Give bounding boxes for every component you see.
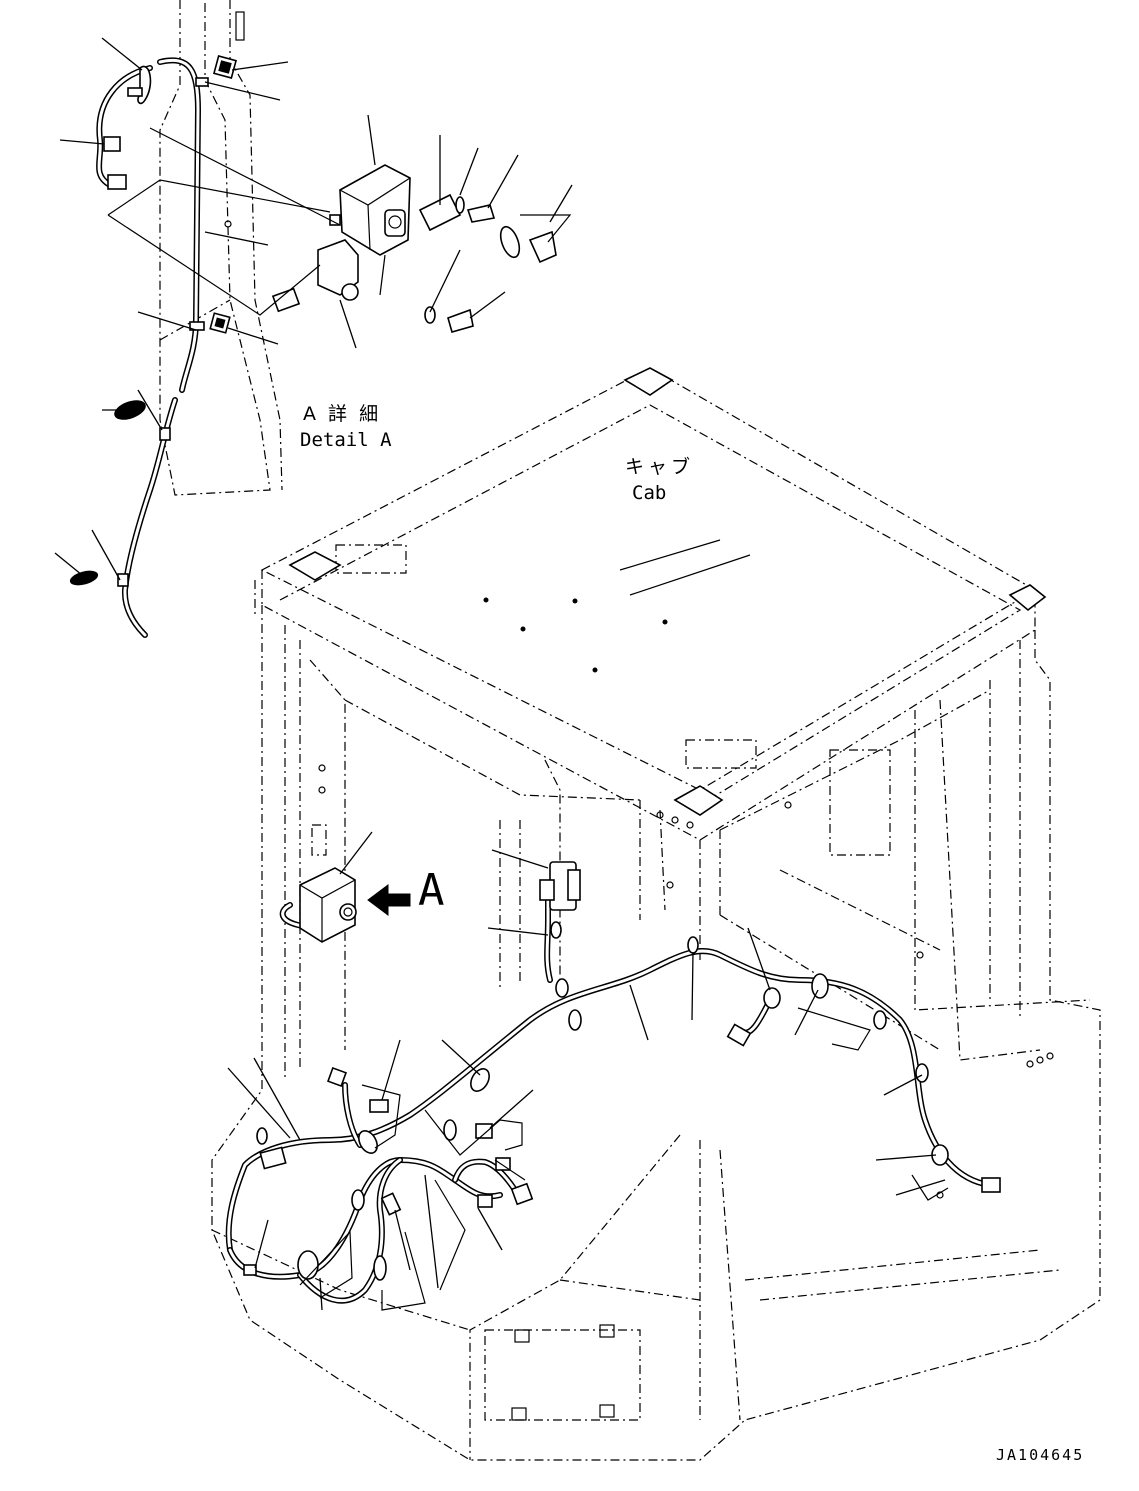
- drawing-number: JA104645: [996, 1446, 1084, 1464]
- harness-clamps: [256, 921, 949, 1281]
- detail-a-label-jp: A 詳 細: [303, 403, 381, 425]
- detail-a-components: [69, 54, 238, 587]
- view-arrow-letter: A: [418, 865, 445, 916]
- detail-a-leader-lines: [54, 37, 573, 581]
- cab-leader-lines: [227, 831, 949, 1311]
- cab-switch-box: [299, 867, 357, 943]
- detail-a-switch-assembly: [271, 164, 557, 333]
- detail-a-label-en: Detail A: [300, 429, 392, 451]
- cab-label-jp: キャブ: [625, 455, 694, 478]
- cab-title: キャブ Cab: [625, 455, 694, 504]
- view-arrow-a: A: [367, 865, 445, 916]
- harness-connectors: [243, 861, 1001, 1276]
- detail-a-title: A 詳 細 Detail A: [300, 403, 392, 451]
- cab-frame: [211, 605, 1101, 1461]
- cab-label-en: Cab: [632, 482, 666, 504]
- detail-a-harness: [96, 57, 201, 638]
